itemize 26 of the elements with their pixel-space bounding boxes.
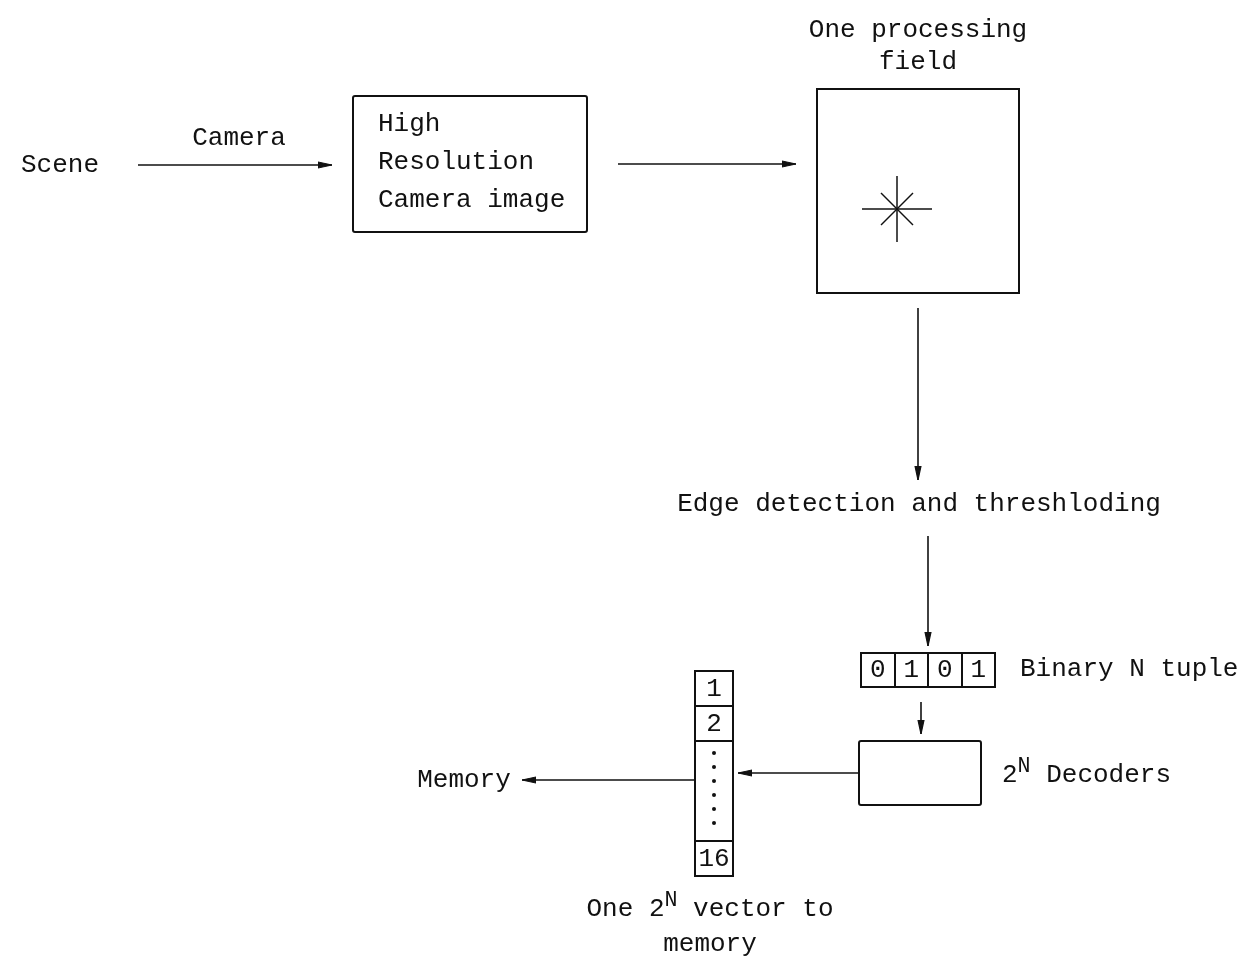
label-text: Memory	[410, 762, 518, 798]
index-number: 16	[696, 840, 732, 875]
label-text: Edge detection and threshloding	[664, 486, 1174, 522]
caption-text: Binary N tuple	[1020, 653, 1240, 686]
caption-text: One 2$^{N}$ vector to memory	[585, 887, 835, 961]
digit: 1	[893, 654, 927, 686]
digit: 1	[960, 654, 994, 686]
index-number: 1	[696, 672, 732, 707]
process-box	[352, 95, 588, 233]
arrow	[924, 535, 932, 647]
decoder-box	[858, 740, 982, 806]
box-text: High Resolution Camera image	[378, 108, 567, 217]
binary-tuple-register	[860, 652, 996, 688]
field-heading: One processing field	[807, 14, 1029, 78]
arrow	[521, 776, 695, 784]
vector-column	[694, 670, 734, 877]
arrow	[917, 701, 925, 735]
label-text: Scene	[12, 146, 108, 184]
arrow	[737, 769, 859, 777]
caption-text: 2$^{N}$ Decoders	[1002, 753, 1173, 792]
digit: 0	[868, 654, 887, 686]
arrow	[137, 161, 333, 169]
arrow	[914, 307, 922, 481]
arrow	[617, 160, 797, 168]
digit: 0	[927, 654, 961, 686]
index-number: 2	[696, 707, 732, 742]
